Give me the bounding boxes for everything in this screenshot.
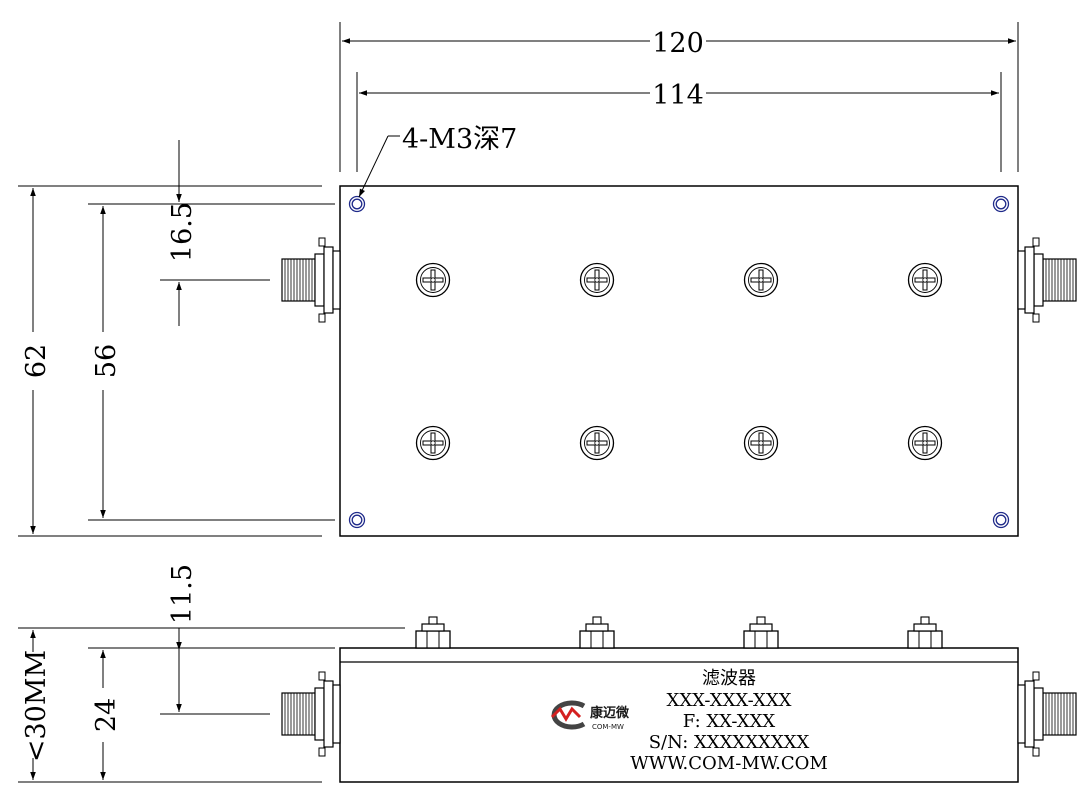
label-model: XXX-XXX-XXX: [667, 690, 792, 711]
screw-nuts: [415, 616, 943, 649]
top-view-body: [339, 185, 1019, 537]
dim-16-5-text: 16.5: [167, 202, 198, 262]
sma-connector-left-side: [281, 671, 341, 757]
label-website: WWW.COM-MW.COM: [630, 753, 828, 774]
dim-side-connector-offset: 11.5: [160, 564, 270, 715]
logo-en-text: COM-MW: [592, 723, 624, 731]
mounting-holes: [348, 195, 1010, 529]
dim-overall-length: 120: [339, 22, 1019, 172]
dim-height-max: <30MM: [18, 627, 405, 783]
hole-callout: 4-M3深7: [358, 124, 517, 198]
label-product: 滤波器: [702, 668, 756, 689]
label-serial: S/N: XXXXXXXXX: [649, 732, 810, 753]
dim-24-text: 24: [91, 698, 122, 732]
dim-overall-width: 62: [18, 185, 322, 537]
label-freq: F: XX-XXX: [683, 711, 776, 732]
dim-connector-offset: 16.5: [160, 140, 270, 326]
sma-connector-right-side: [1017, 671, 1077, 757]
dim-114-text: 114: [652, 80, 704, 111]
dim-56-text: 56: [91, 344, 122, 378]
dim-30mm-text: <30MM: [21, 650, 52, 762]
product-label: 滤波器 XXX-XXX-XXX F: XX-XXX S/N: XXXXXXXXX…: [630, 668, 828, 774]
company-logo: 康迈微 COM-MW: [550, 700, 630, 731]
hole-spec-text: 4-M3深7: [402, 124, 517, 155]
dim-11-5-text: 11.5: [167, 564, 198, 624]
dim-62-text: 62: [21, 344, 52, 378]
sma-connector-right-top: [1017, 237, 1077, 323]
dim-120-text: 120: [652, 28, 704, 59]
dim-body-height: 24: [88, 647, 335, 780]
logo-cn-text: 康迈微: [590, 705, 630, 721]
dim-hole-spacing-width: 56: [88, 203, 335, 521]
side-view-body: [339, 647, 1019, 783]
sma-connector-left-top: [281, 237, 341, 323]
dim-hole-spacing-length: 114: [356, 72, 1002, 172]
